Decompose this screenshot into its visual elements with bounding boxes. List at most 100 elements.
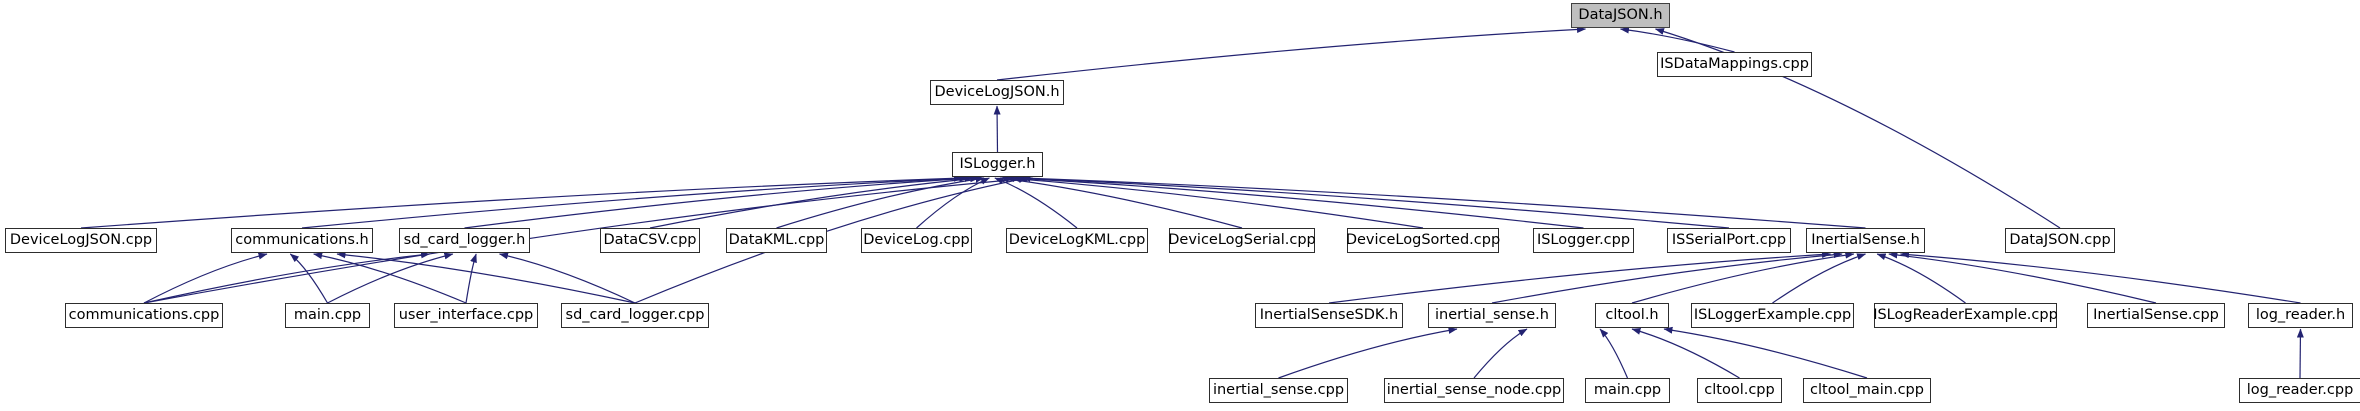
graph-node-label: InertialSense.h: [1811, 232, 1920, 249]
graph-edge-log-reader-h-to-inertialsense-h: [1900, 251, 2301, 304]
graph-node-label: ISLogger.h: [959, 156, 1036, 173]
graph-node-cltool-cpp[interactable]: cltool.cpp: [1697, 378, 1782, 403]
graph-node-label: ISDataMappings.cpp: [1660, 56, 1809, 73]
graph-edge-isdatamappings-cpp-to-datajson-h: [1620, 26, 1735, 53]
graph-node-label: cltool.cpp: [1704, 382, 1775, 399]
graph-node-inertialsensesdk-h[interactable]: InertialSenseSDK.h: [1255, 303, 1403, 328]
graph-edge-inertial-sense-node-cpp-to-inertial-sense-h: [1473, 328, 1528, 379]
graph-edge-isloggerexample-cpp-to-inertialsense-h: [1772, 253, 1866, 304]
graph-node-cltool-main-cpp[interactable]: cltool_main.cpp: [1803, 378, 1931, 403]
graph-node-isdatamappings-cpp[interactable]: ISDataMappings.cpp: [1657, 52, 1812, 77]
graph-edge-datakml-cpp-to-islogger-h: [776, 175, 985, 229]
graph-node-label: main.cpp: [1593, 382, 1662, 399]
graph-node-label: DataCSV.cpp: [603, 232, 697, 249]
graph-edge-devicelogkml-cpp-to-islogger-h: [994, 177, 1078, 229]
graph-node-label: ISLogReaderExample.cpp: [1873, 307, 2058, 324]
graph-edge-sd-card-logger-cpp-to-sd-card-logger-h: [499, 252, 636, 304]
graph-edge-inertial-sense-cpp-to-inertial-sense-h: [1278, 326, 1458, 379]
graph-node-main-cpp-a[interactable]: main.cpp: [285, 303, 370, 328]
graph-edge-devicelogjson-cpp-to-islogger-h: [80, 174, 963, 229]
graph-node-label: ISSerialPort.cpp: [1671, 232, 1787, 249]
graph-node-communications-cpp[interactable]: communications.cpp: [65, 303, 223, 328]
graph-node-inertialsense-h[interactable]: InertialSense.h: [1806, 228, 1925, 253]
graph-node-label: cltool.h: [1605, 307, 1659, 324]
graph-node-datajson-h[interactable]: DataJSON.h: [1571, 3, 1670, 28]
graph-edge-islogreaderexample-cpp-to-inertialsense-h: [1876, 253, 1966, 304]
graph-edge-main-cpp-a-to-sd-card-logger-h: [327, 252, 454, 304]
graph-node-user-interface-cpp[interactable]: user_interface.cpp: [394, 303, 538, 328]
graph-edge-inertialsense-cpp-to-inertialsense-h: [1888, 251, 2157, 304]
graph-edge-cltool-main-cpp-to-cltool-h: [1663, 326, 1868, 379]
graph-edge-islogger-cpp-to-islogger-h: [1010, 174, 1584, 229]
graph-node-devicelogsorted-cpp[interactable]: DeviceLogSorted.cpp: [1345, 228, 1501, 253]
graph-node-islogreaderexample-cpp[interactable]: ISLogReaderExample.cpp: [1873, 303, 2058, 328]
graph-node-islogger-cpp[interactable]: ISLogger.cpp: [1533, 228, 1634, 253]
graph-edge-communications-cpp-to-communications-h: [143, 252, 268, 304]
graph-edge-isserialport-cpp-to-islogger-h: [1015, 174, 1730, 229]
graph-node-label: DeviceLogSorted.cpp: [1345, 232, 1501, 249]
graph-node-label: sd_card_logger.h: [403, 232, 526, 249]
graph-node-communications-h[interactable]: communications.h: [231, 228, 373, 253]
graph-node-log-reader-cpp[interactable]: log_reader.cpp: [2239, 378, 2360, 403]
graph-node-label: DeviceLogSerial.cpp: [1168, 232, 1316, 249]
graph-node-islogger-h[interactable]: ISLogger.h: [952, 152, 1043, 177]
graph-node-main-cpp-b[interactable]: main.cpp: [1585, 378, 1670, 403]
graph-edge-datajson-cpp-to-datajson-h: [1655, 28, 2061, 229]
graph-edge-cltool-h-to-inertialsense-h: [1631, 251, 1855, 304]
graph-node-devicelogserial-cpp[interactable]: DeviceLogSerial.cpp: [1168, 228, 1316, 253]
graph-node-log-reader-h[interactable]: log_reader.h: [2248, 303, 2353, 328]
graph-edge-islogger-h-to-devicelogjson-h: [993, 105, 1001, 153]
graph-node-datajson-cpp[interactable]: DataJSON.cpp: [2005, 228, 2115, 253]
graph-edge-sd-card-logger-h-to-islogger-h: [464, 175, 974, 229]
graph-edge-datacsv-cpp-to-islogger-h: [649, 175, 980, 229]
graph-edge-cltool-cpp-to-cltool-h: [1631, 327, 1740, 379]
graph-edge-sd-card-logger-cpp-to-communications-h: [336, 251, 636, 304]
graph-node-label: log_reader.cpp: [2246, 382, 2354, 399]
graph-node-inertial-sense-node-cpp[interactable]: inertial_sense_node.cpp: [1384, 378, 1564, 403]
graph-node-label: inertial_sense_node.cpp: [1386, 382, 1562, 399]
graph-edge-communications-cpp-to-islogger-h: [143, 175, 1033, 304]
graph-node-devicelogkml-cpp[interactable]: DeviceLogKML.cpp: [1006, 228, 1148, 253]
graph-node-label: user_interface.cpp: [398, 307, 534, 324]
graph-node-label: DeviceLogKML.cpp: [1008, 232, 1146, 249]
graph-node-datakml-cpp[interactable]: DataKML.cpp: [726, 228, 827, 253]
graph-node-isloggerexample-cpp[interactable]: ISLoggerExample.cpp: [1691, 303, 1854, 328]
graph-node-devicelog-cpp[interactable]: DeviceLog.cpp: [861, 228, 972, 253]
graph-edge-inertialsense-h-to-islogger-h: [1021, 174, 1866, 229]
graph-node-label: cltool_main.cpp: [1810, 382, 1924, 399]
graph-node-label: communications.cpp: [68, 307, 220, 324]
graph-node-isserialport-cpp[interactable]: ISSerialPort.cpp: [1667, 228, 1791, 253]
graph-edge-main-cpp-b-to-cltool-h: [1599, 328, 1629, 379]
graph-node-devicelogjson-h[interactable]: DeviceLogJSON.h: [930, 80, 1064, 105]
graph-node-label: sd_card_logger.cpp: [565, 307, 705, 324]
graph-node-cltool-h[interactable]: cltool.h: [1595, 303, 1669, 328]
graph-node-inertial-sense-cpp[interactable]: inertial_sense.cpp: [1209, 378, 1348, 403]
graph-node-sd-card-logger-cpp[interactable]: sd_card_logger.cpp: [561, 303, 709, 328]
graph-node-label: inertial_sense.h: [1435, 307, 1549, 324]
graph-edge-inertialsensesdk-h-to-inertialsense-h: [1328, 251, 1831, 304]
graph-node-datacsv-cpp[interactable]: DataCSV.cpp: [600, 228, 700, 253]
graph-node-inertial-sense-h[interactable]: inertial_sense.h: [1428, 303, 1556, 328]
graph-node-label: DataKML.cpp: [728, 232, 825, 249]
graph-edge-devicelogjson-h-to-datajson-h: [996, 25, 1586, 81]
graph-node-label: log_reader.h: [2255, 307, 2346, 324]
graph-node-label: communications.h: [235, 232, 369, 249]
graph-node-label: InertialSenseSDK.h: [1259, 307, 1399, 324]
graph-node-inertialsense-cpp[interactable]: InertialSense.cpp: [2087, 303, 2225, 328]
graph-node-label: DataJSON.cpp: [2009, 232, 2111, 249]
graph-edge-user-interface-cpp-to-communications-h: [313, 252, 467, 304]
graph-edge-sd-card-logger-cpp-to-islogger-h: [634, 176, 1028, 304]
graph-node-label: DeviceLogJSON.cpp: [9, 232, 153, 249]
graph-node-label: ISLoggerExample.cpp: [1693, 307, 1852, 324]
graph-node-label: DeviceLogJSON.h: [934, 84, 1060, 101]
graph-node-label: InertialSense.cpp: [2093, 307, 2219, 324]
graph-edge-communications-h-to-islogger-h: [301, 174, 969, 229]
graph-node-devicelogjson-cpp[interactable]: DeviceLogJSON.cpp: [5, 228, 157, 253]
graph-node-label: DeviceLog.cpp: [863, 232, 970, 249]
graph-node-label: inertial_sense.cpp: [1212, 382, 1345, 399]
graph-edge-communications-cpp-to-sd-card-logger-h: [143, 251, 430, 304]
graph-node-sd-card-logger-h[interactable]: sd_card_logger.h: [399, 228, 530, 253]
graph-edge-log-reader-cpp-to-log-reader-h: [2296, 328, 2304, 379]
